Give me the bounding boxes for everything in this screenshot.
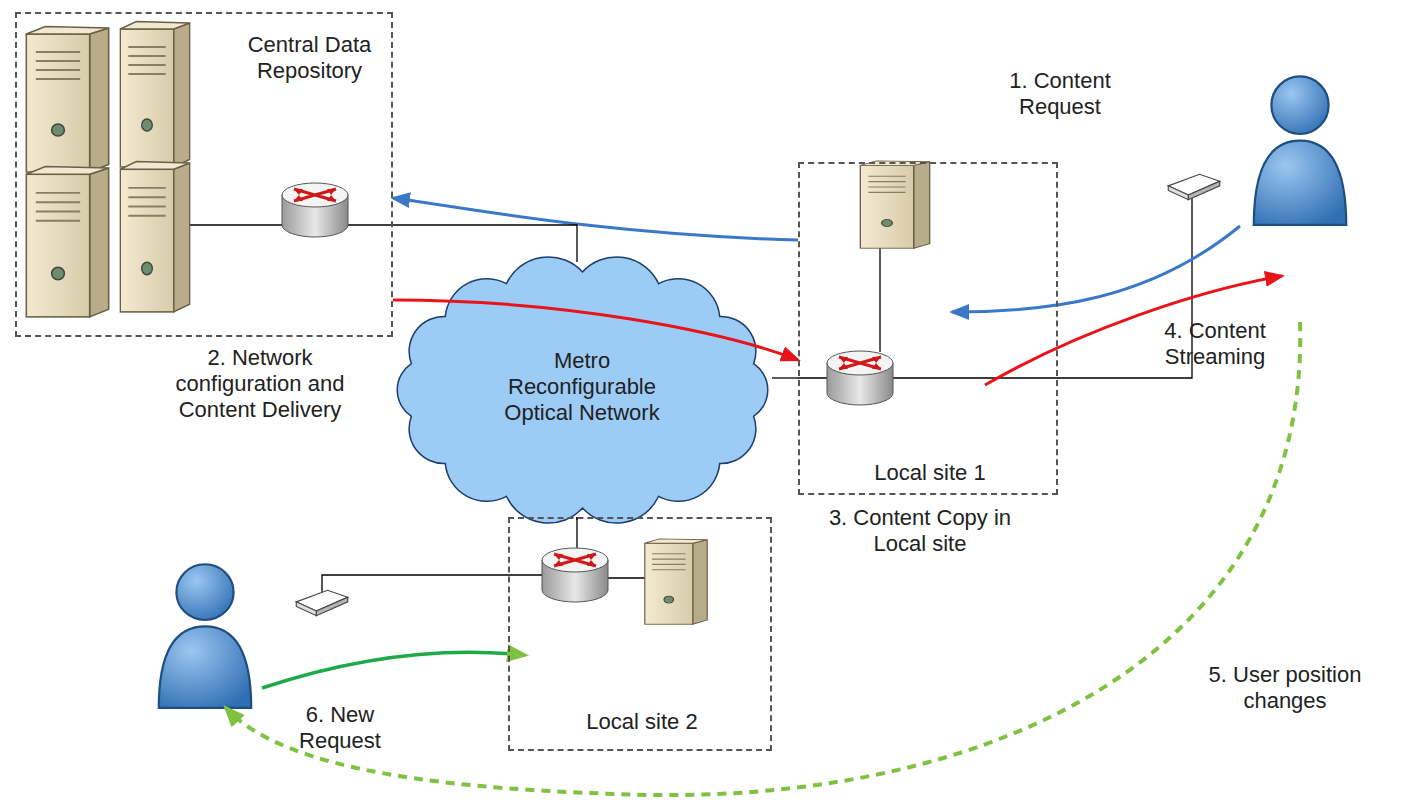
site-region: Local site 2 <box>508 517 772 751</box>
wire <box>879 248 880 352</box>
server-icon <box>26 167 108 317</box>
request-arrow <box>952 226 1240 312</box>
server-icon <box>645 539 707 624</box>
server-icon <box>860 161 929 248</box>
node-title: Central Data Repository <box>232 32 387 84</box>
wires <box>190 198 1192 595</box>
new-request-arrow <box>262 652 525 688</box>
user-icon <box>159 564 251 708</box>
step-label: 1. Content Request <box>985 68 1135 120</box>
router-icon <box>542 548 608 602</box>
set-top-box <box>1168 174 1220 199</box>
connector <box>393 198 798 240</box>
server-icon <box>26 27 108 173</box>
step-label: 4. Content Streaming <box>1140 318 1290 370</box>
edge-label: 2. Network configuration and Content Del… <box>165 345 355 423</box>
router-icon <box>827 351 893 405</box>
user-icon <box>1254 76 1346 224</box>
network-cloud: Metro Reconfigurable Optical Network <box>385 250 780 530</box>
step-label: 3. Content Copy in Local site <box>815 505 1025 557</box>
step-label: 5. User position changes <box>1185 662 1385 714</box>
step-label: 6. New Request <box>285 702 395 754</box>
node-title: Local site 1 <box>820 460 1040 486</box>
cloud-outline <box>397 257 768 523</box>
server-icon <box>120 162 189 312</box>
site-region: Local site 1 <box>798 162 1058 495</box>
node-title: Metro Reconfigurable Optical Network <box>492 348 672 426</box>
node-title: Local site 2 <box>530 709 754 735</box>
connector <box>772 377 798 378</box>
set-top-box <box>296 590 348 615</box>
site-region: Central Data Repository <box>15 12 393 337</box>
server-icon <box>120 22 189 168</box>
router-icon <box>282 183 348 237</box>
